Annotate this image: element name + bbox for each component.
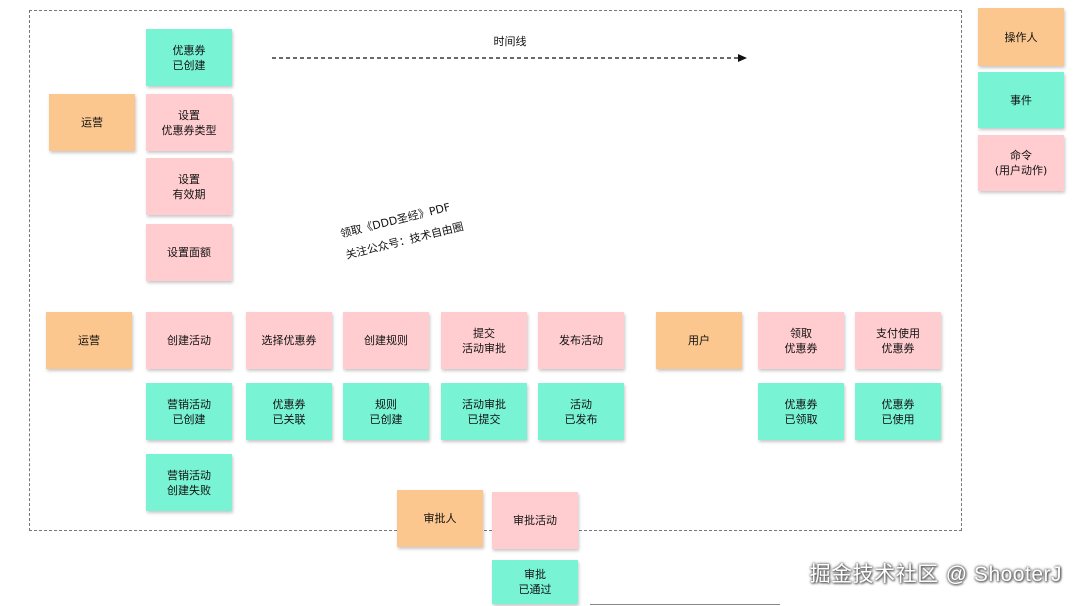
cmd-label: 创建活动 (167, 334, 211, 347)
event-rule-created: 规则 已创建 (343, 383, 429, 440)
cmd-label-1: 领取 (790, 326, 812, 340)
event-activity-create-failed: 营销活动 创建失败 (146, 454, 232, 511)
cmd-submit-approval: 提交 活动审批 (441, 312, 527, 369)
event-label-2: 已通过 (518, 583, 552, 596)
cmd-pay-with-coupon: 支付使用 优惠券 (855, 312, 941, 369)
event-coupon-linked: 优惠券 已关联 (246, 383, 332, 440)
legend-actor: 操作人 (978, 8, 1064, 66)
cmd-set-coupon-type: 设置 优惠券类型 (146, 94, 232, 151)
cmd-label-2: 优惠券类型 (161, 123, 217, 137)
legend-command: 命令 (用户动作) (978, 135, 1064, 191)
cmd-select-coupon: 选择优惠券 (246, 312, 332, 369)
legend-event: 事件 (978, 72, 1064, 128)
event-label-2: 已创建 (172, 412, 206, 426)
cmd-label-2: 活动审批 (462, 341, 506, 355)
site-watermark-en: @ ShooterJ (945, 563, 1062, 586)
cmd-label-2: 优惠券 (881, 341, 915, 355)
actor-approver: 审批人 (397, 490, 483, 547)
event-label-1: 优惠券 (172, 43, 206, 57)
site-watermark: 掘金技术社区 @ ShooterJ (810, 558, 1062, 588)
legend-command-label-2: (用户动作) (994, 164, 1048, 177)
cmd-label-1: 提交 (473, 326, 495, 340)
timeline-arrow (272, 54, 747, 62)
cmd-publish-activity: 发布活动 (538, 312, 624, 369)
event-label-1: 规则 (375, 397, 397, 411)
legend-event-label: 事件 (1010, 93, 1032, 107)
actor-user: 用户 (656, 312, 742, 369)
actor-label: 运营 (78, 334, 100, 347)
cmd-label: 设置面额 (167, 246, 211, 259)
event-approval-submitted: 活动审批 已提交 (441, 383, 527, 440)
bottom-divider (590, 604, 780, 605)
cmd-label-1: 设置 (178, 172, 200, 186)
cmd-create-rule: 创建规则 (343, 312, 429, 369)
event-coupon-created: 优惠券 已创建 (146, 29, 232, 86)
actor-label: 审批人 (423, 512, 457, 525)
event-label-2: 已创建 (172, 58, 206, 72)
event-label-1: 优惠券 (881, 397, 915, 411)
cmd-set-validity: 设置 有效期 (146, 158, 232, 215)
event-label-2: 已创建 (369, 412, 403, 426)
cmd-set-amount: 设置面额 (146, 224, 232, 281)
actor-operations-activity: 运营 (46, 312, 132, 369)
cmd-label: 审批活动 (513, 514, 557, 527)
event-label-1: 营销活动 (167, 468, 211, 482)
event-activity-created: 营销活动 已创建 (146, 383, 232, 440)
legend-command-label-1: 命令 (1010, 149, 1032, 162)
actor-label: 用户 (688, 334, 710, 347)
event-label-1: 活动 (570, 397, 592, 411)
legend-actor-label: 操作人 (1004, 30, 1038, 44)
actor-label: 运营 (81, 116, 103, 129)
actor-operations-coupon: 运营 (49, 94, 135, 151)
event-label-1: 优惠券 (784, 397, 818, 411)
event-label-2: 已领取 (784, 412, 818, 426)
event-label-1: 审批 (524, 568, 546, 581)
event-label-1: 营销活动 (167, 397, 211, 411)
event-label-1: 活动审批 (462, 397, 506, 411)
cmd-label-1: 设置 (178, 108, 200, 122)
cmd-label: 创建规则 (364, 334, 408, 347)
cmd-approve-activity: 审批活动 (492, 492, 578, 549)
event-label-2: 已发布 (564, 412, 598, 426)
cmd-label-2: 优惠券 (784, 341, 818, 355)
event-coupon-received: 优惠券 已领取 (758, 383, 844, 440)
event-label-2: 已提交 (467, 412, 501, 426)
event-label-1: 优惠券 (272, 397, 306, 411)
event-coupon-used: 优惠券 已使用 (855, 383, 941, 440)
event-approval-passed: 审批 已通过 (492, 560, 578, 604)
event-activity-published: 活动 已发布 (538, 383, 624, 440)
cmd-label: 发布活动 (559, 334, 603, 347)
cmd-label-2: 有效期 (172, 187, 206, 201)
cmd-receive-coupon: 领取 优惠券 (758, 312, 844, 369)
cmd-create-activity: 创建活动 (146, 312, 232, 369)
event-label-2: 已关联 (272, 412, 306, 426)
timeline-label: 时间线 (493, 35, 527, 48)
event-label-2: 已使用 (881, 412, 915, 426)
site-watermark-cn: 掘金技术社区 (809, 562, 939, 586)
event-label-2: 创建失败 (167, 483, 211, 497)
cmd-label: 选择优惠券 (261, 334, 317, 347)
cmd-label-1: 支付使用 (876, 326, 920, 340)
